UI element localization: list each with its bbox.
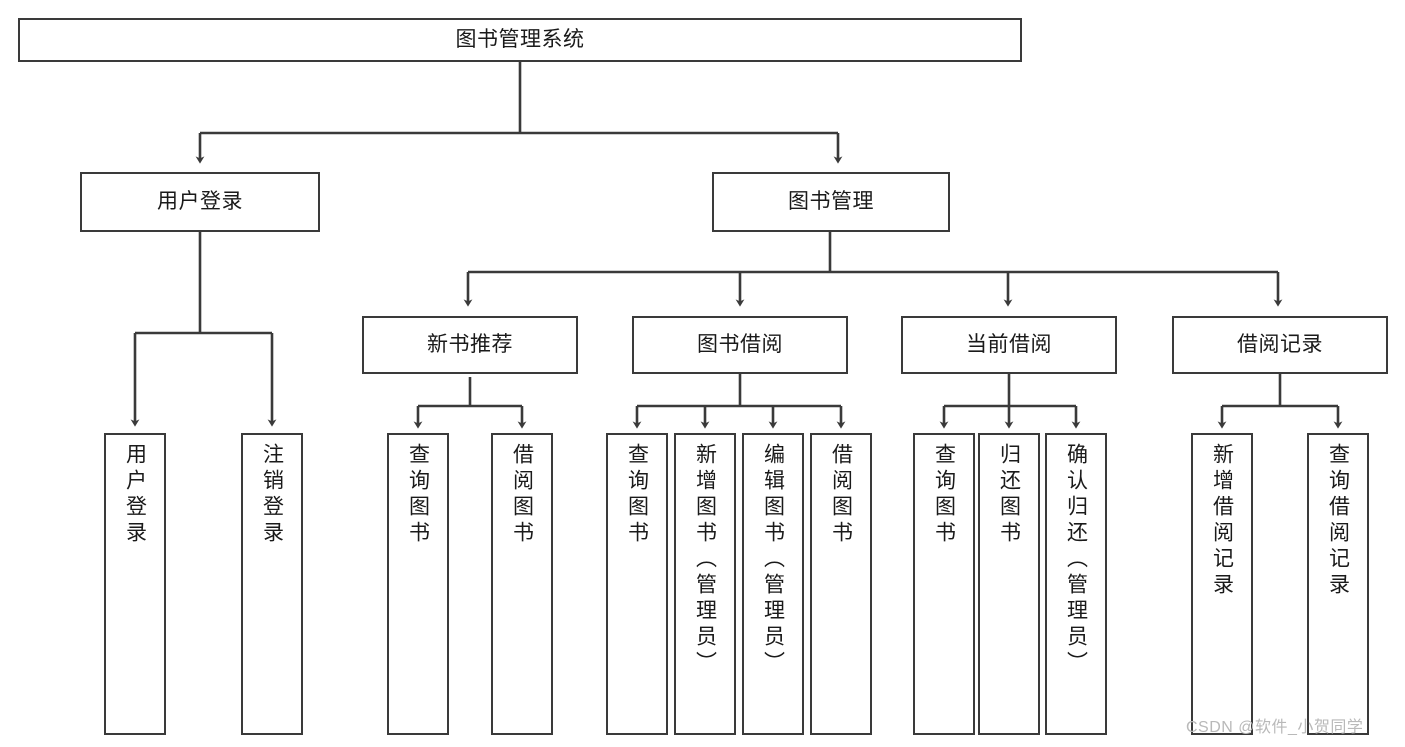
node-label: 新增图书（管理员）: [693, 443, 717, 677]
node-leaf-borrow-book-recommend[interactable]: 借阅图书: [491, 433, 553, 735]
node-borrow-record[interactable]: 借阅记录: [1172, 316, 1388, 374]
node-label: 编辑图书（管理员）: [761, 443, 785, 677]
node-label: 借阅图书: [510, 443, 534, 547]
node-book-management[interactable]: 图书管理: [712, 172, 950, 232]
node-leaf-add-borrow-record[interactable]: 新增借阅记录: [1191, 433, 1253, 735]
node-leaf-confirm-return-admin[interactable]: 确认归还（管理员）: [1045, 433, 1107, 735]
node-new-book-recommend[interactable]: 新书推荐: [362, 316, 578, 374]
node-leaf-query-borrow-record[interactable]: 查询借阅记录: [1307, 433, 1369, 735]
node-label: 确认归还（管理员）: [1064, 443, 1088, 677]
node-label: 归还图书: [997, 443, 1021, 547]
node-label: 查询图书: [932, 443, 956, 547]
node-leaf-query-book-borrow[interactable]: 查询图书: [606, 433, 668, 735]
node-label: 用户登录: [157, 190, 243, 214]
node-root-book-management-system[interactable]: 图书管理系统: [18, 18, 1022, 62]
node-leaf-user-login[interactable]: 用户登录: [104, 433, 166, 735]
node-label: 新增借阅记录: [1210, 443, 1234, 599]
node-label: 图书管理: [788, 190, 874, 214]
node-leaf-return-book[interactable]: 归还图书: [978, 433, 1040, 735]
node-label: 查询图书: [406, 443, 430, 547]
node-label: 注销登录: [260, 443, 284, 547]
node-book-borrow[interactable]: 图书借阅: [632, 316, 848, 374]
node-leaf-query-book-current[interactable]: 查询图书: [913, 433, 975, 735]
node-leaf-logout[interactable]: 注销登录: [241, 433, 303, 735]
node-leaf-add-book-admin[interactable]: 新增图书（管理员）: [674, 433, 736, 735]
node-label: 图书管理系统: [455, 28, 585, 52]
node-user-login[interactable]: 用户登录: [80, 172, 320, 232]
node-label: 用户登录: [123, 443, 147, 547]
node-label: 查询图书: [625, 443, 649, 547]
node-label: 查询借阅记录: [1326, 443, 1350, 599]
node-label: 借阅记录: [1237, 333, 1323, 357]
node-label: 当前借阅: [966, 333, 1052, 357]
node-leaf-query-book-recommend[interactable]: 查询图书: [387, 433, 449, 735]
node-current-borrow[interactable]: 当前借阅: [901, 316, 1117, 374]
node-label: 借阅图书: [829, 443, 853, 547]
node-leaf-borrow-book[interactable]: 借阅图书: [810, 433, 872, 735]
node-leaf-edit-book-admin[interactable]: 编辑图书（管理员）: [742, 433, 804, 735]
node-label: 图书借阅: [697, 333, 783, 357]
node-label: 新书推荐: [427, 333, 513, 357]
